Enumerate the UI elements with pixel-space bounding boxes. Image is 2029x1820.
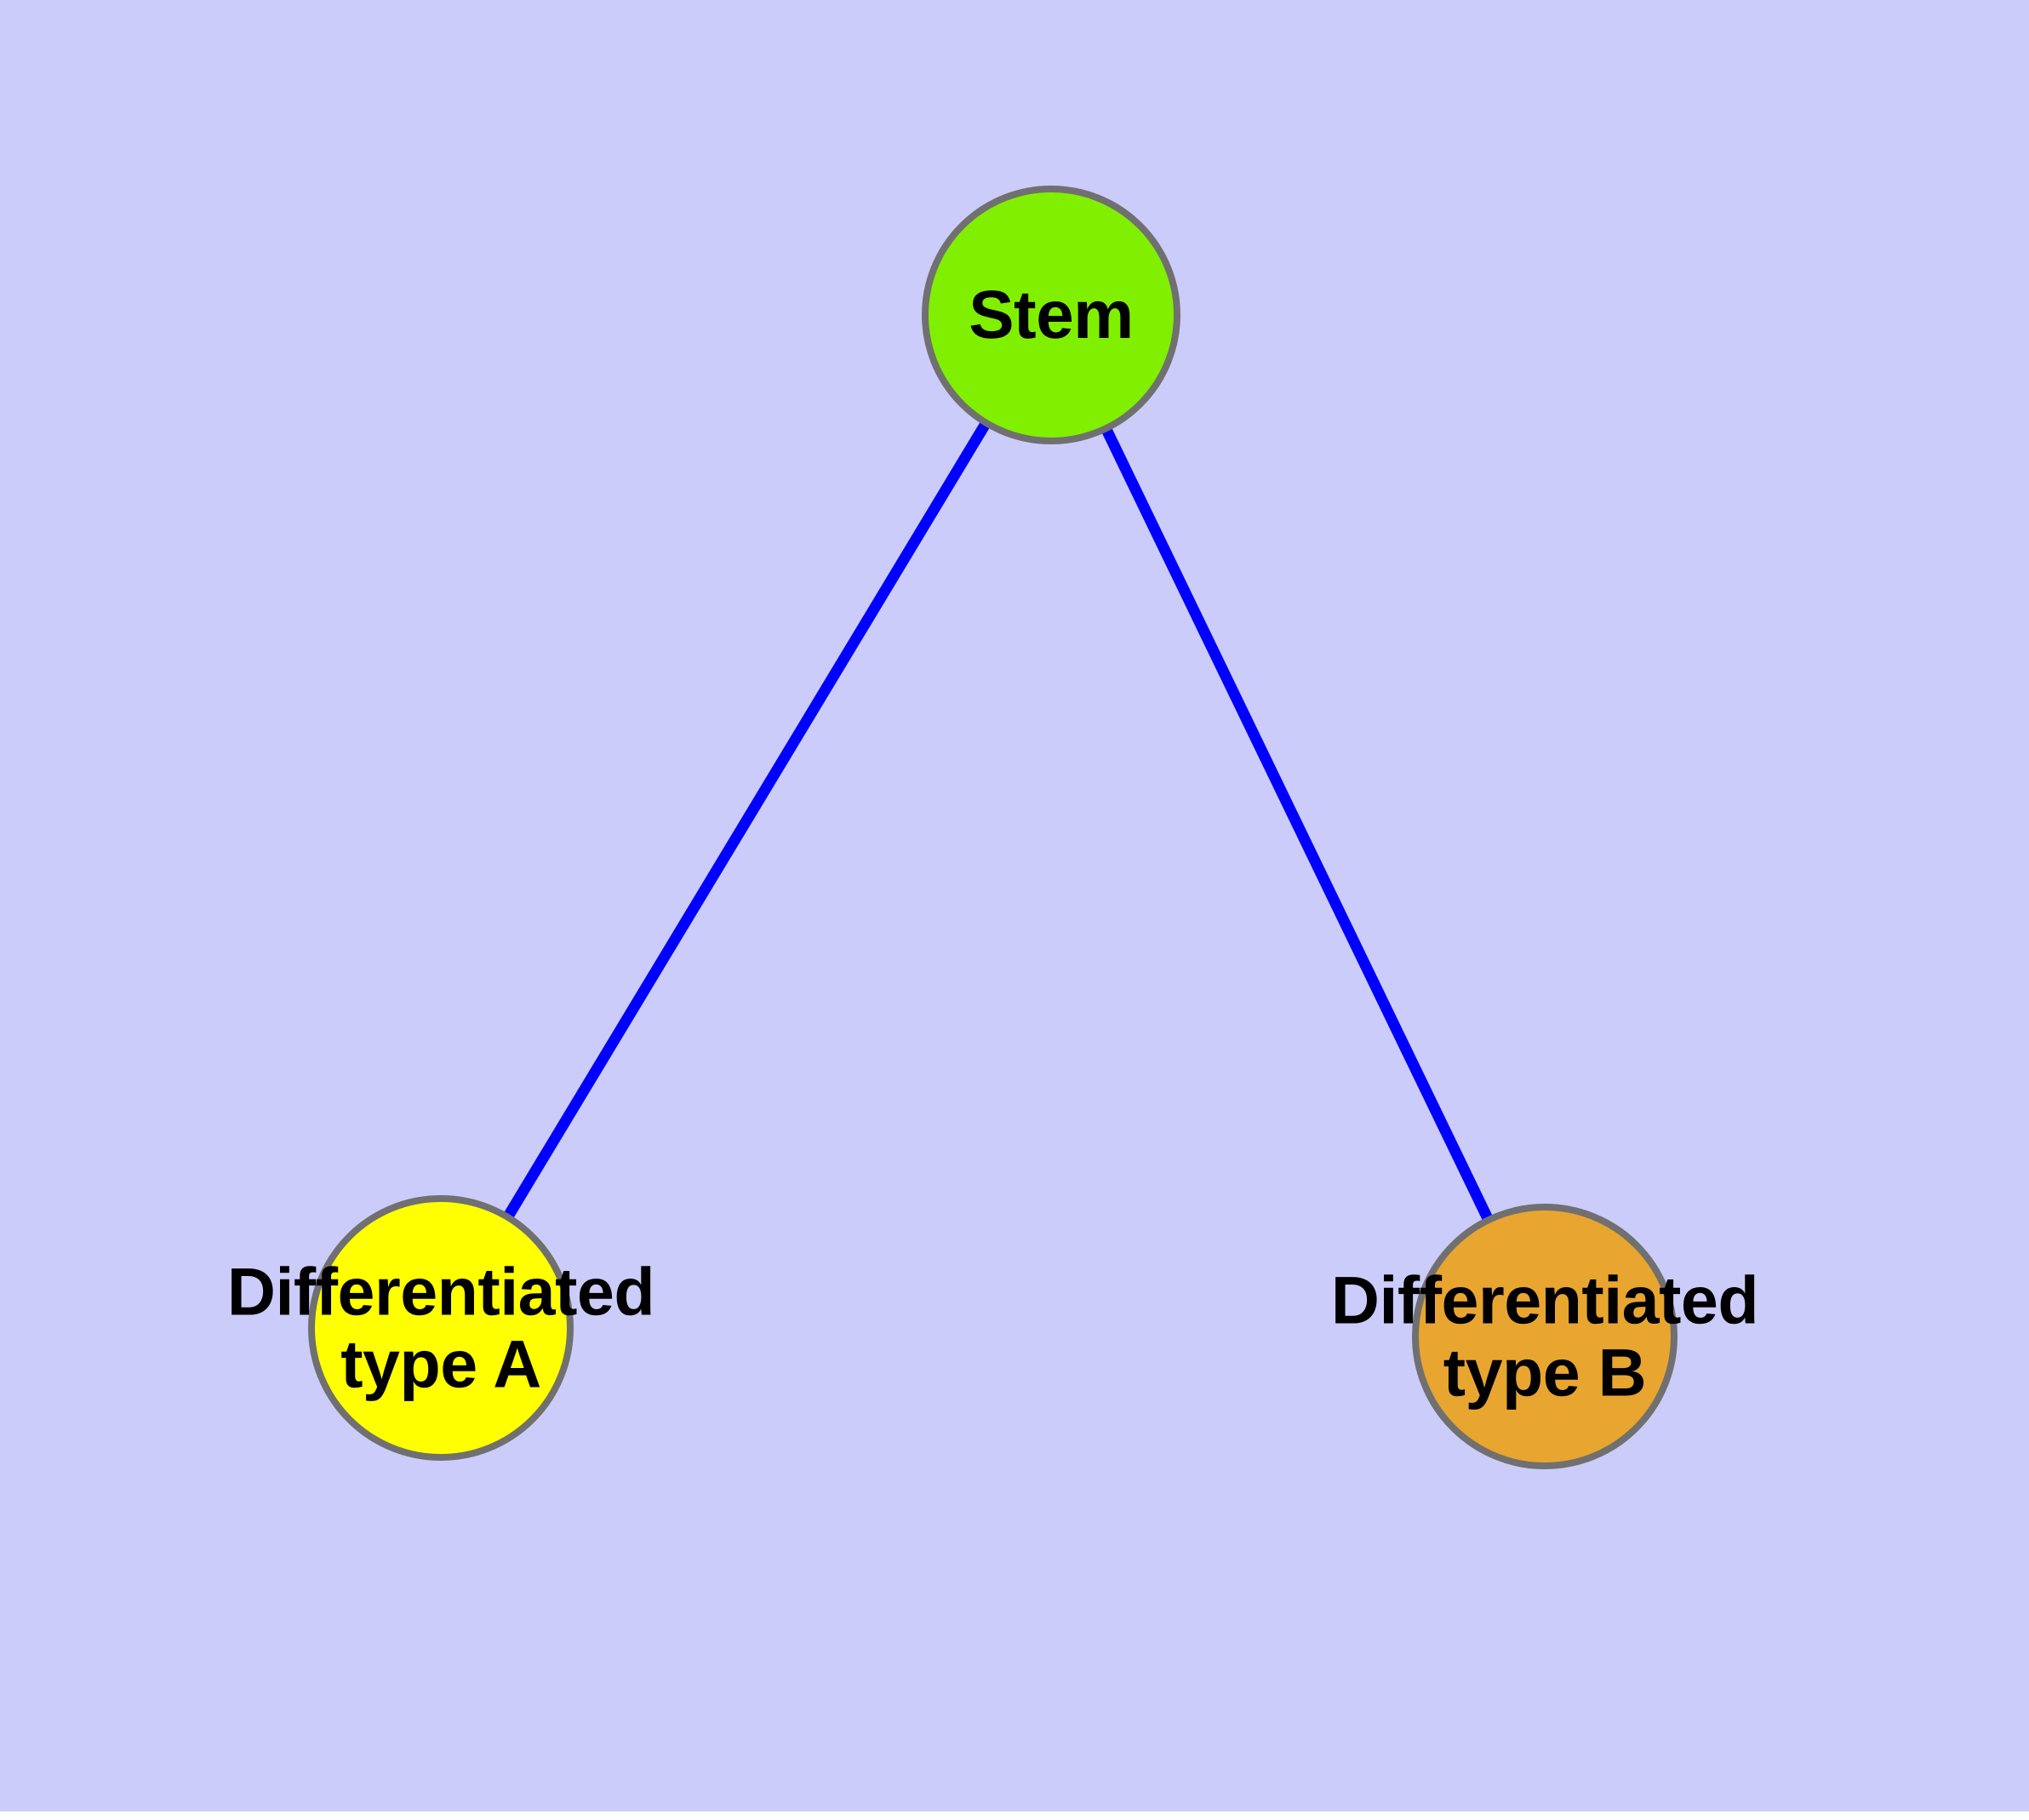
graph-node-stem[interactable] [922,186,1180,444]
graph-node-diff-a[interactable] [308,1195,574,1461]
graph-edge-stem-to-diff-a [436,312,1056,1331]
edge-layer [436,312,1550,1339]
graph-node-diff-b[interactable] [1412,1204,1677,1469]
graph-edge-stem-to-diff-b [1046,312,1550,1339]
node-layer [308,186,1677,1469]
